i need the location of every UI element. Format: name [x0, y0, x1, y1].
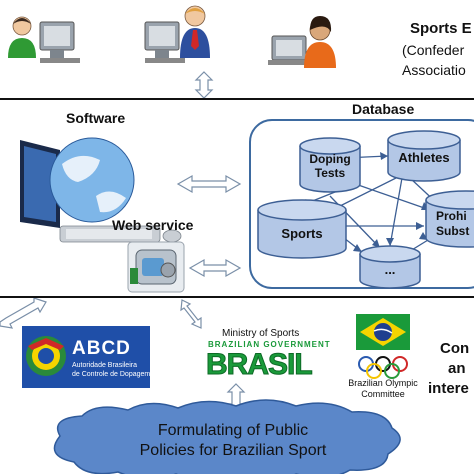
webservice-icon [127, 241, 185, 293]
user-to-system-arrow [194, 71, 214, 99]
abcd-caption-2: de Controle de Dopagem [72, 371, 151, 378]
db-prohibited-substances-cylinder [425, 190, 474, 248]
software-computer-icon [20, 137, 182, 243]
db-sports-cylinder [257, 199, 347, 259]
user-2-icon [144, 5, 210, 63]
user-3-icon [268, 16, 336, 68]
olympic-rings-icon [358, 356, 408, 379]
db-node-doping-tests: Doping Tests [309, 152, 351, 180]
db-node-sports: Sports [281, 226, 323, 241]
policy-text-line-2: Policies for Brazilian Sport [139, 442, 327, 459]
abcd-caption-1: Autoridade Brasileira [72, 362, 137, 369]
sports-entities-subtitle-2: Associatio [402, 62, 466, 78]
brasil-wordmark: BRASIL [206, 348, 314, 382]
db-node-prohibited-substances: Prohi Subst [436, 209, 470, 238]
webservice-database-arrow [188, 258, 242, 278]
right-text-line-2: an [448, 360, 466, 377]
right-text-line-3: intere [428, 380, 469, 397]
ministry-webservice-arrow [180, 299, 202, 329]
section-divider-bottom [0, 296, 474, 298]
webservice-label: Web service [112, 217, 194, 233]
database-title: Database [352, 101, 415, 117]
olympic-committee-caption-1: Brazilian Olympic [348, 378, 418, 388]
abcd-logo [22, 326, 150, 388]
abcd-logo-text: ABCD [72, 338, 131, 359]
brasil-logo [204, 352, 332, 378]
right-text-line-1: Con [440, 340, 470, 357]
db-node-more: ... [384, 262, 396, 277]
db-more-cylinder [359, 245, 421, 289]
left-offscreen-arrow [0, 297, 47, 329]
user-1-icon [8, 16, 80, 63]
sports-entities-subtitle-1: (Confeder [402, 42, 465, 58]
policy-text-line-1: Formulating of Public [157, 422, 309, 439]
db-athletes-cylinder [387, 130, 461, 182]
policy-cloud-shape [53, 399, 401, 474]
section-divider-top [0, 98, 474, 100]
ministry-of-sports-label: Ministry of Sports [222, 328, 300, 339]
db-doping-tests-cylinder [299, 137, 361, 193]
software-database-arrow [176, 174, 242, 194]
db-node-athletes: Athletes [398, 150, 450, 165]
sports-entities-title: Sports E [410, 20, 472, 37]
software-label: Software [66, 110, 126, 126]
olympic-committee-caption-2: Committee [361, 389, 405, 399]
brazil-flag-icon [356, 314, 410, 350]
brazilian-government-label: BRAZILIAN GOVERNMENT [208, 340, 331, 349]
